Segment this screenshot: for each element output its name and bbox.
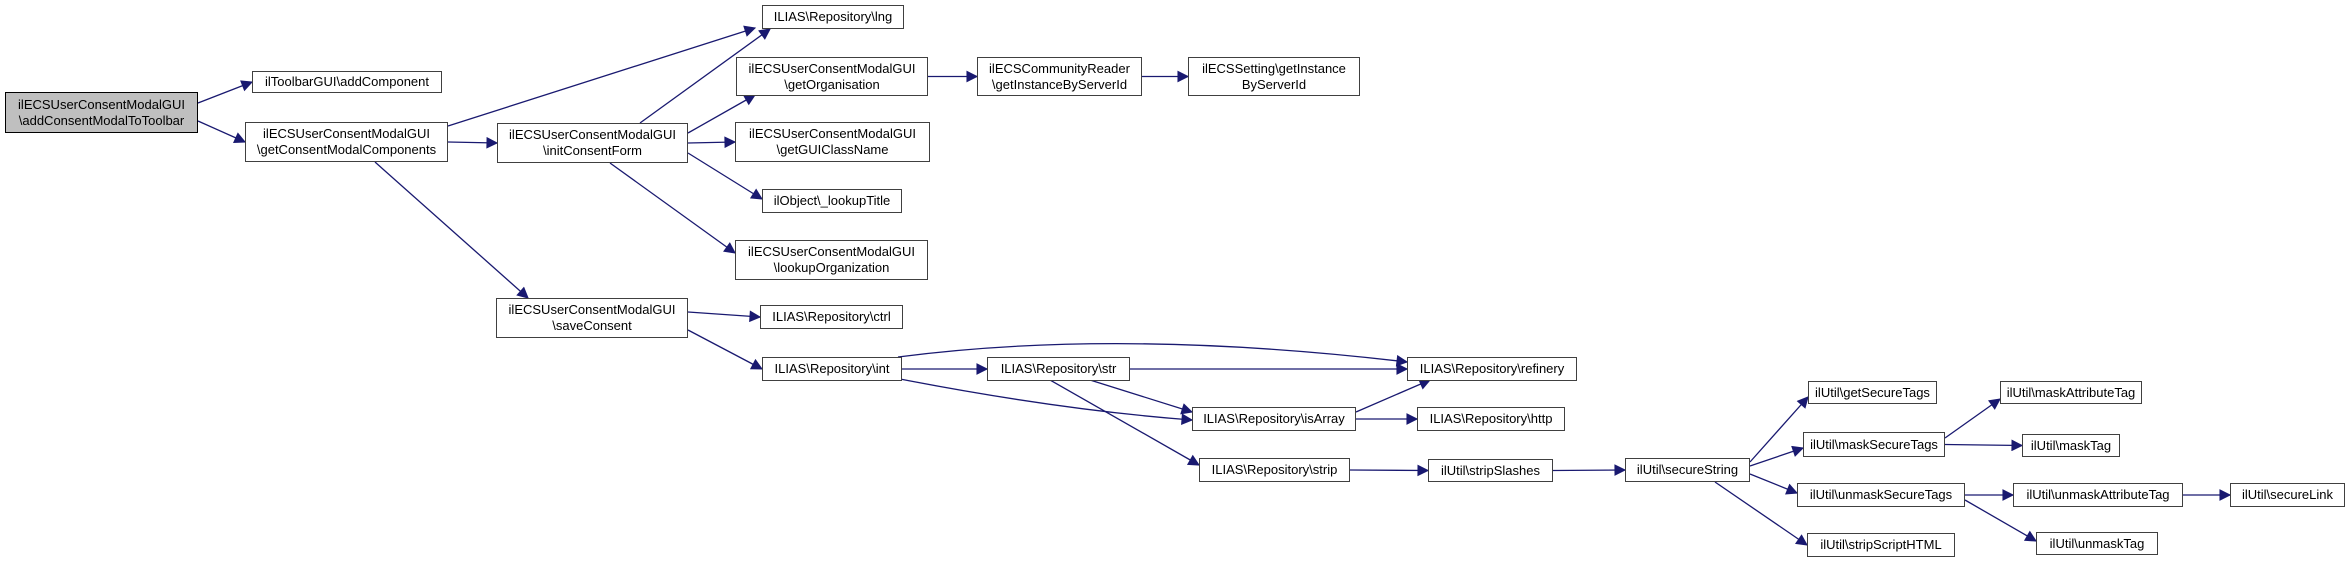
edge-maskSecureTags-to-maskTag (1944, 439, 2024, 452)
graph-node-label: ilUtil\getSecureTags (1815, 384, 1930, 400)
graph-node-stripSlashes[interactable]: ilUtil\stripSlashes (1428, 459, 1553, 482)
graph-node-refinery[interactable]: ILIAS\Repository\refinery (1407, 357, 1577, 381)
graph-node-http[interactable]: ILIAS\Repository\http (1417, 407, 1565, 431)
graph-node-getGUIClassName[interactable]: ilECSUserConsentModalGUI\getGUIClassName (735, 122, 930, 162)
graph-node-label: \getOrganisation (784, 76, 880, 92)
graph-node-isArray[interactable]: ILIAS\Repository\isArray (1192, 407, 1356, 431)
graph-node-ctrl[interactable]: ILIAS\Repository\ctrl (760, 305, 903, 329)
graph-node-getConsentModalComponents[interactable]: ilECSUserConsentModalGUI\getConsentModal… (245, 122, 448, 162)
graph-node-lng[interactable]: ILIAS\Repository\lng (762, 5, 904, 29)
edge-initConsentForm-to-lookupOrganization (609, 162, 736, 254)
edge-str-to-isArray (1089, 379, 1194, 415)
graph-node-label: ILIAS\Repository\str (1000, 361, 1117, 376)
graph-node-label: ilUtil\unmaskSecureTags (1809, 487, 1953, 502)
graph-node-label: ilUtil\secureLink (2241, 487, 2334, 502)
graph-node-maskTag[interactable]: ilUtil\maskTag (2022, 434, 2120, 457)
edge-getConsentModalComponents-to-saveConsent (374, 161, 529, 299)
graph-node-label: ilUtil\maskAttributeTag (2006, 384, 2136, 400)
edge-getConsentModalComponents-to-initConsentForm (447, 136, 499, 149)
graph-node-label: ilUtil\unmaskAttributeTag (2026, 487, 2170, 502)
graph-node-label: ilUtil\unmaskTag (2049, 535, 2145, 551)
graph-node-label: ilUtil\maskSecureTags (1810, 436, 1938, 452)
graph-node-label: ilECSUserConsentModalGUI (263, 126, 430, 141)
graph-node-label: \saveConsent (552, 318, 632, 333)
graph-node-unmaskAttributeTag[interactable]: ilUtil\unmaskAttributeTag (2013, 483, 2183, 507)
graph-node-str[interactable]: ILIAS\Repository\str (987, 357, 1130, 381)
graph-node-label: ilECSUserConsentModalGUI (748, 244, 915, 259)
graph-node-maskSecureTags[interactable]: ilUtil\maskSecureTags (1803, 432, 1945, 457)
graph-node-strip[interactable]: ILIAS\Repository\strip (1199, 458, 1350, 482)
graph-node-addComponent[interactable]: ilToolbarGUI\addComponent (252, 71, 442, 93)
graph-node-label: ilToolbarGUI\addComponent (264, 74, 430, 89)
graph-node-label: \initConsentForm (543, 143, 642, 158)
graph-node-label: ilUtil\stripScriptHTML (1820, 537, 1942, 552)
graph-node-label: ILIAS\Repository\int (774, 361, 890, 376)
graph-node-lookupOrganization[interactable]: ilECSUserConsentModalGUI\lookupOrganizat… (735, 240, 928, 280)
graph-node-getOrganisation[interactable]: ilECSUserConsentModalGUI\getOrganisation (736, 57, 928, 96)
graph-node-label: ilECSUserConsentModalGUI (749, 126, 916, 141)
graph-node-getSecureTags[interactable]: ilUtil\getSecureTags (1808, 381, 1937, 404)
graph-node-label: ilECSUserConsentModalGUI (509, 127, 676, 142)
graph-node-label: \getConsentModalComponents (256, 142, 437, 157)
graph-node-stripScriptHTML[interactable]: ilUtil\stripScriptHTML (1807, 533, 1955, 557)
edge-isArray-to-refinery (1355, 378, 1432, 413)
edge-stripSlashes-to-secureString (1552, 464, 1627, 476)
graph-node-label: ilECSUserConsentModalGUI (18, 96, 185, 112)
edge-unmaskSecureTags-to-unmaskTag (1964, 499, 2038, 542)
edge-strip-to-stripSlashes (1349, 464, 1430, 477)
graph-node-maskAttributeTag[interactable]: ilUtil\maskAttributeTag (2000, 381, 2142, 404)
graph-node-unmaskSecureTags[interactable]: ilUtil\unmaskSecureTags (1797, 483, 1965, 507)
graph-node-label: \getInstanceByServerId (991, 76, 1128, 92)
edge-initConsentForm-to-lookupTitle (687, 152, 763, 200)
graph-node-label: ILIAS\Repository\refinery (1419, 361, 1565, 376)
graph-node-label: ILIAS\Repository\ctrl (772, 309, 891, 324)
graph-node-getInstanceByServerId[interactable]: ilECSCommunityReader\getInstanceByServer… (977, 57, 1142, 96)
graph-node-label: ilUtil\secureString (1636, 462, 1739, 477)
graph-node-label: ByServerId (1241, 76, 1307, 92)
graph-node-label: ILIAS\Repository\lng (773, 9, 893, 24)
edge-initConsentForm-to-lng (639, 28, 771, 124)
graph-node-label: ilECSSetting\getInstance (1202, 60, 1346, 76)
edge-int-to-refinery (897, 343, 1409, 367)
graph-node-label: ILIAS\Repository\http (1429, 411, 1553, 426)
graph-node-secureString[interactable]: ilUtil\secureString (1625, 458, 1750, 482)
edge-secureString-to-maskSecureTags (1749, 445, 1805, 467)
graph-node-addConsentModalToToolbar[interactable]: ilECSUserConsentModalGUI\addConsentModal… (5, 92, 198, 133)
graph-node-label: \getGUIClassName (776, 142, 889, 157)
graph-node-label: ILIAS\Repository\strip (1211, 462, 1338, 477)
edge-addConsentModalToToolbar-to-addComponent (197, 80, 254, 104)
graph-node-label: ilECSCommunityReader (989, 60, 1130, 76)
graph-node-label: ilECSUserConsentModalGUI (748, 60, 916, 76)
graph-node-unmaskTag[interactable]: ilUtil\unmaskTag (2036, 532, 2158, 555)
edge-saveConsent-to-int (687, 329, 764, 370)
graph-node-label: ILIAS\Repository\isArray (1203, 411, 1345, 426)
graph-node-saveConsent[interactable]: ilECSUserConsentModalGUI\saveConsent (496, 298, 688, 338)
graph-node-label: \lookupOrganization (773, 260, 890, 275)
graph-node-label: ilUtil\maskTag (2030, 437, 2112, 453)
graph-node-label: \addConsentModalToToolbar (18, 112, 185, 128)
graph-node-initConsentForm[interactable]: ilECSUserConsentModalGUI\initConsentForm (497, 123, 688, 163)
edge-int-to-isArray (899, 378, 1194, 426)
edge-maskSecureTags-to-maskAttributeTag (1944, 398, 2001, 439)
graph-node-label: ilECSUserConsentModalGUI (508, 302, 676, 317)
graph-node-label: ilUtil\stripSlashes (1441, 462, 1540, 478)
edge-secureString-to-stripScriptHTML (1714, 481, 1808, 546)
edge-initConsentForm-to-getOrganisation (687, 94, 757, 134)
graph-node-int[interactable]: ILIAS\Repository\int (762, 357, 902, 381)
edge-secureString-to-getSecureTags (1749, 396, 1809, 463)
graph-node-secureLink[interactable]: ilUtil\secureLink (2230, 483, 2345, 507)
edge-str-to-strip (1049, 379, 1201, 466)
edge-getConsentModalComponents-to-lng (447, 25, 757, 127)
edge-secureString-to-unmaskSecureTags (1749, 473, 1799, 495)
edge-addConsentModalToToolbar-to-getConsentModalComponents (197, 120, 247, 144)
graph-node-label: ilObject\_lookupTitle (773, 193, 891, 208)
edge-initConsentForm-to-getGUIClassName (687, 136, 737, 149)
edge-saveConsent-to-ctrl (687, 310, 762, 323)
graph-node-lookupTitle[interactable]: ilObject\_lookupTitle (762, 189, 902, 213)
